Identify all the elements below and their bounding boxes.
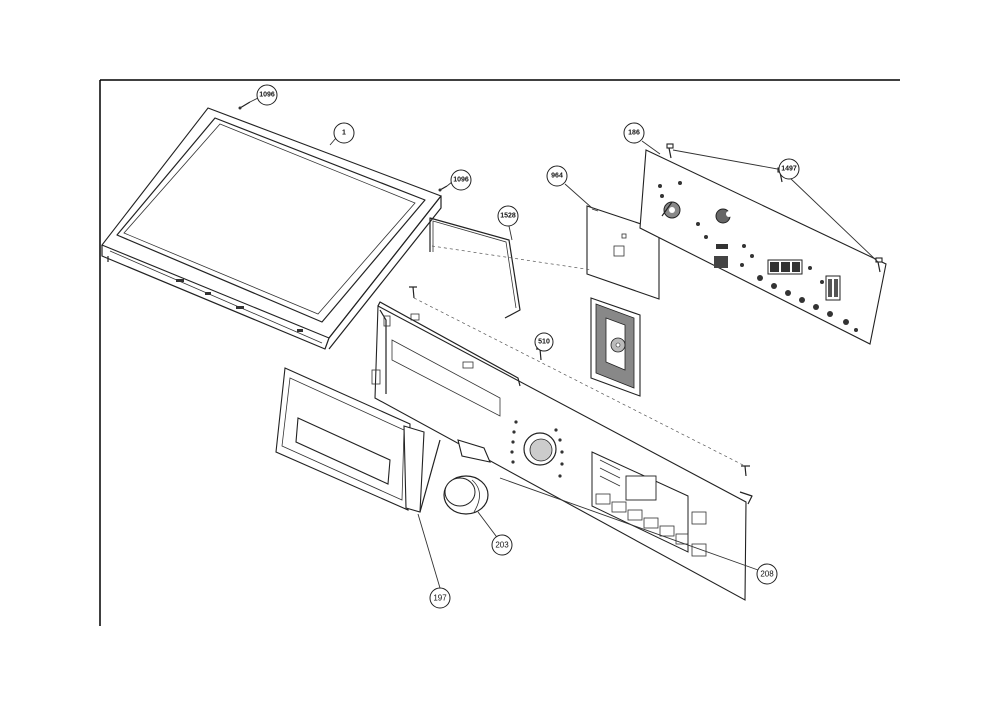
leader-1497-b [789,177,879,263]
svg-text:1528: 1528 [500,213,516,220]
pcb-shield-part [586,205,660,300]
screw-small-right [741,465,750,477]
callout-1096-top-left: 1096 [256,84,278,106]
drawer-part [275,367,441,513]
callout-186: 186 [623,122,645,144]
screw-small-left [409,286,417,299]
svg-text:510: 510 [538,339,550,346]
svg-text:208: 208 [760,570,774,579]
leader-1528 [508,225,513,241]
svg-text:186: 186 [628,130,640,137]
control-panel-part [371,301,753,601]
callout-510: 510 [534,332,554,352]
callout-964: 964 [546,165,568,187]
leader-186 [641,140,661,155]
screw-1096-right [438,185,448,192]
svg-text:203: 203 [495,541,509,550]
callout-1528: 1528 [497,205,519,227]
callout-203: 203 [491,534,513,556]
callout-1096-top-right: 1096 [450,169,472,191]
svg-text:1096: 1096 [259,92,275,99]
knob-part [443,475,489,515]
assembly-line-1 [413,297,746,467]
connector-block-part [590,297,641,397]
top-cover-part [101,107,442,350]
assembly-line-2 [431,245,593,271]
leader-208 [499,477,759,571]
callout-1: 1 [333,122,355,144]
leader-1 [329,137,337,146]
leader-203 [477,511,500,541]
svg-text:197: 197 [433,594,447,603]
pcb-part [639,149,887,345]
callout-208: 208 [756,563,778,585]
svg-text:1497: 1497 [781,166,797,173]
svg-text:964: 964 [551,173,563,180]
leader-1497-a [672,149,784,171]
svg-text:1096: 1096 [453,177,469,184]
svg-text:1: 1 [342,130,346,137]
callout-1497: 1497 [778,158,800,180]
leader-1096-left [249,97,259,103]
screw-1096-left [238,101,251,110]
leader-964 [564,183,593,209]
rod-part [429,217,521,319]
leader-197 [417,513,441,589]
callout-197: 197 [429,587,451,609]
